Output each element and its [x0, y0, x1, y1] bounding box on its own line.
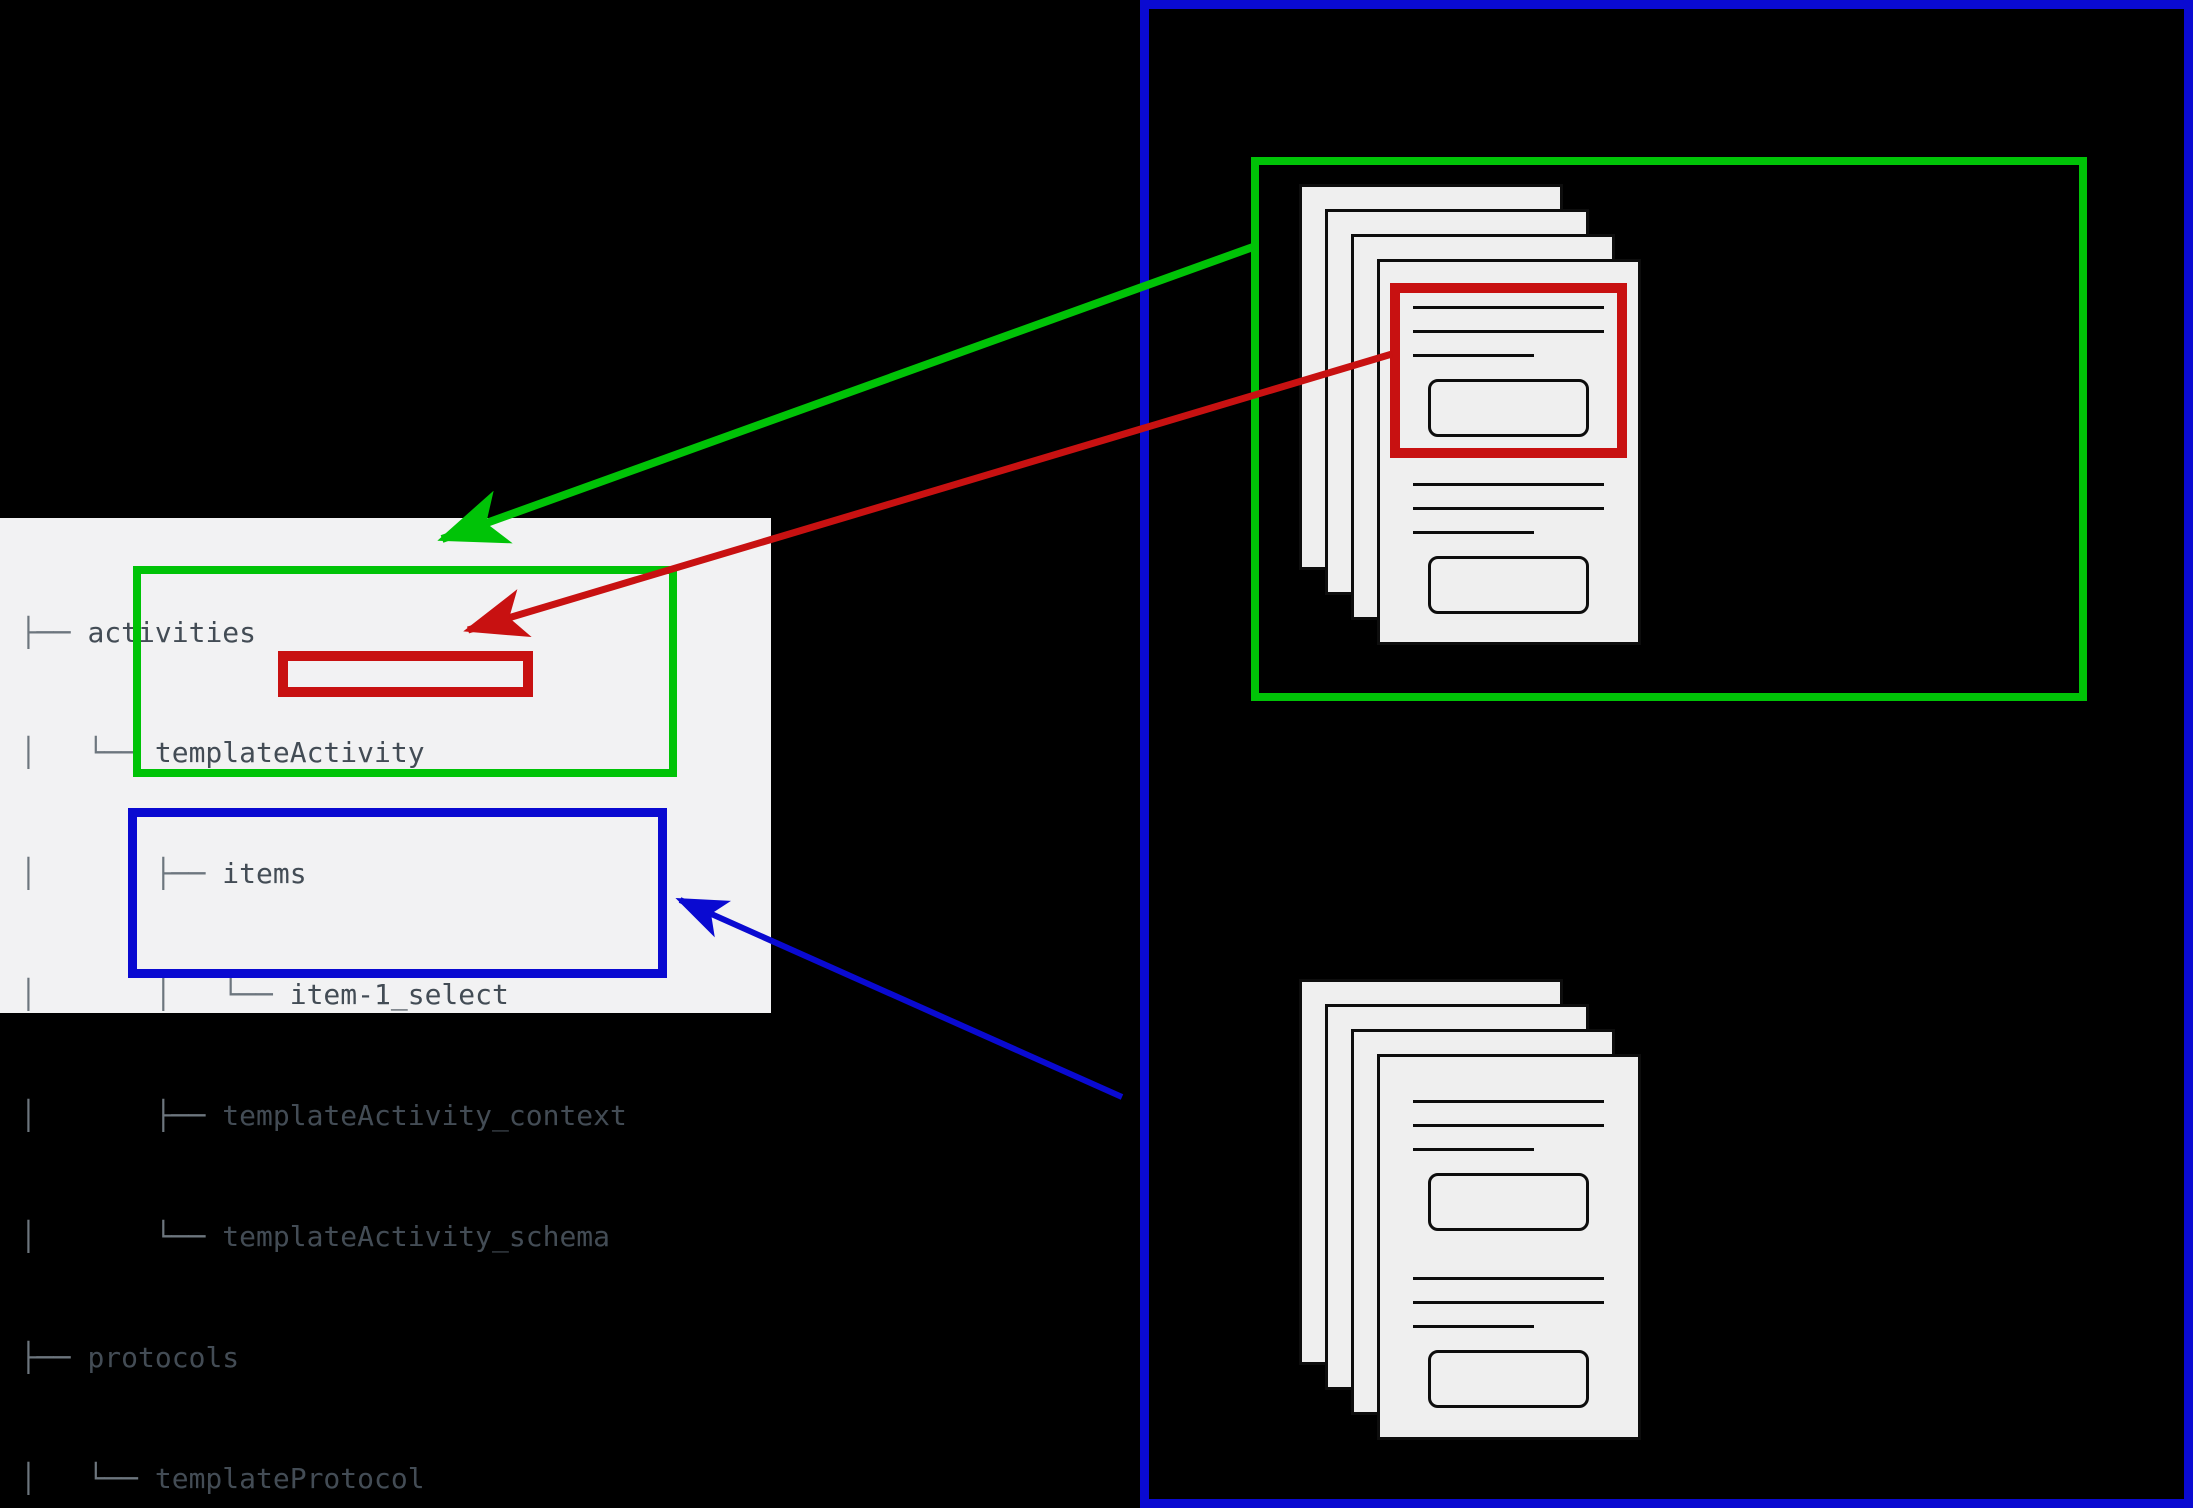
protocol-scope-box	[1140, 0, 2193, 1508]
tree-branch-glyph: │ │ └──	[20, 978, 290, 1012]
file-tree-text: ├── activities │ └── templateActivity │ …	[20, 532, 627, 1508]
activity-document-stack-icon	[1299, 184, 1641, 645]
document-page-icon	[1377, 1054, 1641, 1440]
tree-branch-glyph: │ ├──	[20, 857, 223, 891]
tree-row: │ └── templateProtocol	[20, 1459, 627, 1499]
tree-node-label: activities	[87, 615, 257, 649]
text-line	[1413, 507, 1604, 510]
text-line	[1413, 1124, 1604, 1127]
tree-row: │ └── templateActivity	[20, 733, 627, 773]
tree-node-label: templateProtocol	[154, 1461, 425, 1495]
item-1-select-highlight-box	[278, 651, 533, 697]
form-field-icon	[1428, 379, 1589, 437]
text-line	[1413, 1148, 1534, 1151]
tree-node-label: templateActivity	[154, 736, 425, 770]
tree-branch-glyph: │ └──	[20, 1461, 155, 1495]
form-field-icon	[1428, 556, 1589, 614]
text-line	[1413, 1100, 1604, 1103]
tree-row: ├── activities	[20, 613, 627, 653]
tree-node-label: item-1_select	[289, 978, 509, 1012]
item-highlight-box	[1390, 283, 1627, 458]
text-line	[1413, 354, 1534, 357]
text-line	[1413, 306, 1604, 309]
tree-row: │ ├── templateActivity_context	[20, 1096, 627, 1136]
tree-branch-glyph: │ └──	[20, 1220, 223, 1254]
tree-branch-glyph: ├──	[20, 1340, 88, 1374]
text-line	[1413, 1325, 1534, 1328]
tree-branch-glyph: │ └──	[20, 736, 155, 770]
tree-node-label: items	[222, 857, 307, 891]
template-activity-highlight-box	[133, 566, 677, 777]
form-field-icon	[1428, 1173, 1589, 1231]
tree-node-label: templateActivity_schema	[222, 1220, 611, 1254]
text-line	[1413, 1301, 1604, 1304]
tree-row: │ └── templateActivity_schema	[20, 1217, 627, 1257]
form-field-icon	[1428, 1350, 1589, 1408]
text-line	[1413, 330, 1604, 333]
protocol-document-stack-icon	[1299, 979, 1641, 1440]
tree-branch-glyph: ├──	[20, 615, 88, 649]
tree-node-label: templateActivity_context	[222, 1099, 627, 1133]
text-line	[1413, 483, 1604, 486]
green-arrow-icon	[437, 243, 1255, 544]
tree-node-label: protocols	[87, 1340, 240, 1374]
text-line	[1413, 1277, 1604, 1280]
tree-row: ├── protocols	[20, 1338, 627, 1378]
text-line	[1413, 531, 1534, 534]
tree-row: │ ├── items	[20, 854, 627, 894]
tree-row: │ │ └── item-1_select	[20, 975, 627, 1015]
template-protocol-highlight-box	[128, 808, 667, 978]
tree-branch-glyph: │ ├──	[20, 1099, 223, 1133]
